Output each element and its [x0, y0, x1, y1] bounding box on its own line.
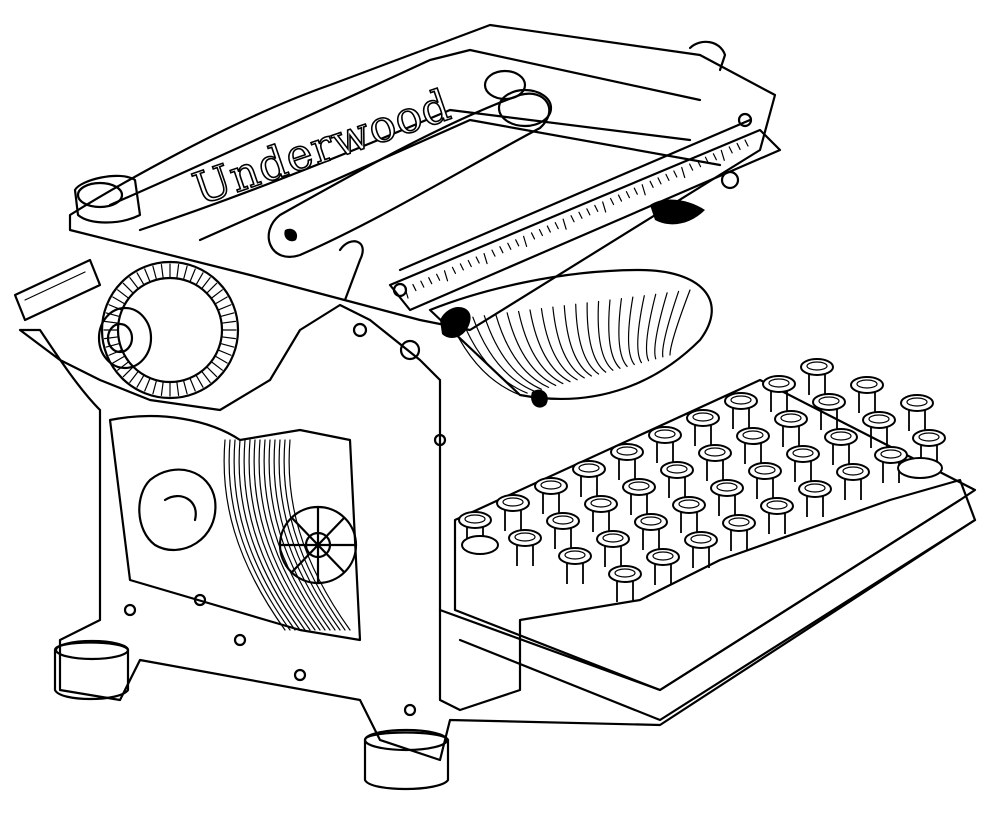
- typewriter-key: [824, 428, 858, 465]
- typewriter-key: [610, 443, 644, 480]
- typewriter-key: [684, 531, 718, 568]
- typewriter-key: [546, 512, 580, 549]
- typewriter-key: [900, 394, 934, 431]
- typewriter-key: [622, 478, 656, 515]
- typewriter-key: [798, 480, 832, 517]
- typewriter-key: [710, 479, 744, 516]
- typewriter-key: [496, 494, 530, 531]
- typewriter-key: [812, 393, 846, 430]
- typewriter-key: [648, 426, 682, 463]
- typewriter-key: [508, 529, 542, 566]
- ink-blots: [284, 199, 705, 408]
- typewriter-key: [596, 530, 630, 567]
- left-gear-assembly: [13, 258, 240, 400]
- typewriter-key: [698, 444, 732, 481]
- margin-scale: [388, 112, 782, 312]
- typewriter-key: [762, 375, 796, 412]
- typewriter-key: [862, 411, 896, 448]
- typewriter-key: [748, 462, 782, 499]
- typewriter-key: [786, 445, 820, 482]
- typewriter-key: [686, 409, 720, 446]
- typewriter-key: [646, 548, 680, 585]
- typewriter-key: [608, 565, 642, 602]
- shift-key: [461, 535, 499, 555]
- typewriter-key: [736, 427, 770, 464]
- typewriter-key: [584, 495, 618, 532]
- shift-key: [897, 457, 943, 479]
- typewriter-key: [558, 547, 592, 584]
- typewriter-key: [660, 461, 694, 498]
- carriage-lever: [338, 40, 727, 302]
- typewriter-key: [836, 463, 870, 500]
- keyboard: [453, 358, 977, 692]
- typewriter-key: [912, 429, 946, 466]
- typewriter-key: [760, 497, 794, 534]
- typebar-basket: [138, 268, 713, 631]
- typewriter-key: [672, 496, 706, 533]
- typewriter-key: [634, 513, 668, 550]
- typewriter-key: [800, 358, 834, 395]
- typewriter-key: [724, 392, 758, 429]
- typewriter-key: [534, 477, 568, 514]
- typewriter-key: [850, 376, 884, 413]
- typewriter-key: [572, 460, 606, 497]
- typewriter-key: [722, 514, 756, 551]
- typewriter-key: [774, 410, 808, 447]
